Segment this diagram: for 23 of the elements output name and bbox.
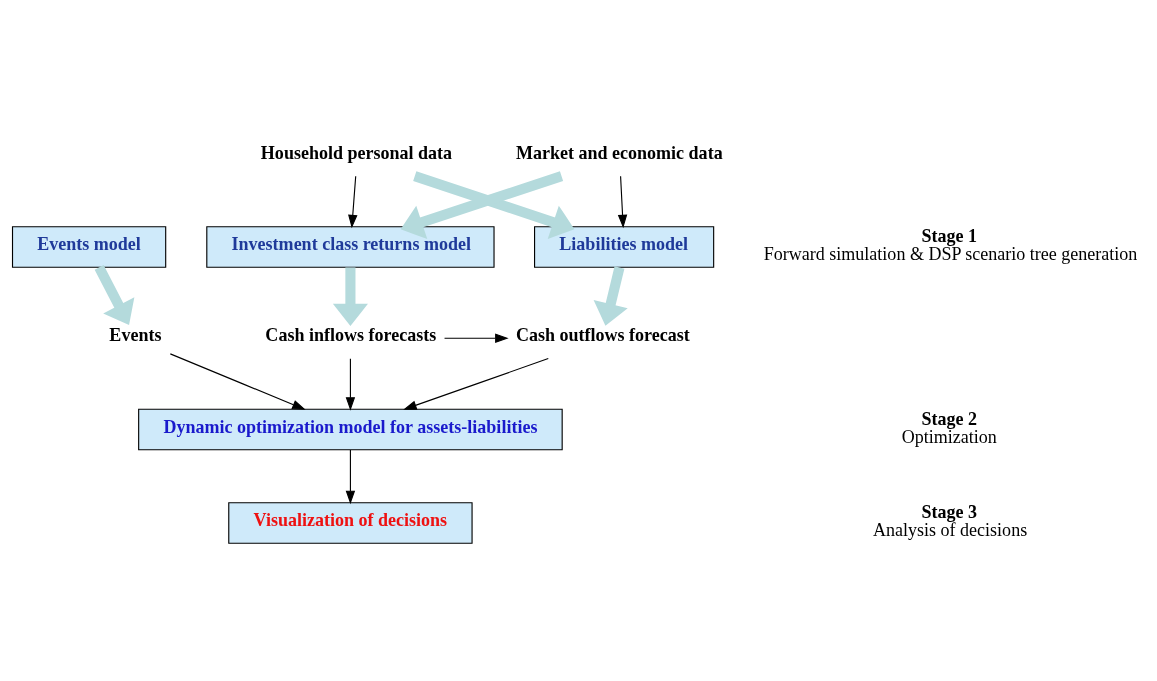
arrow — [345, 358, 356, 411]
node-box: Investment class returns model — [206, 226, 495, 268]
arrow — [348, 175, 358, 229]
node-box: Liabilities model — [534, 226, 715, 268]
node-box: Visualization of decisions — [228, 502, 473, 544]
label: Stage 1 — [921, 226, 978, 247]
node-text: Cash inflows forecasts — [265, 325, 437, 346]
node-box: Events model — [11, 226, 167, 268]
arrow — [617, 175, 628, 229]
arrow — [345, 449, 356, 505]
arrow — [443, 333, 509, 343]
node-text: Market and economic data — [515, 142, 723, 163]
label: Stage 3 — [921, 502, 978, 523]
arrow — [403, 358, 549, 410]
arrow — [593, 266, 628, 326]
arrow — [169, 353, 306, 410]
node-text: Household personal data — [260, 142, 453, 163]
label: Stage 2 — [921, 408, 978, 429]
node-text: Events — [109, 325, 162, 346]
node-text: Cash outflows forecast — [515, 325, 690, 346]
node-box: Dynamic optimization model for assets-liabilities — [138, 408, 563, 451]
arrow — [94, 265, 135, 326]
arrow — [332, 267, 368, 327]
